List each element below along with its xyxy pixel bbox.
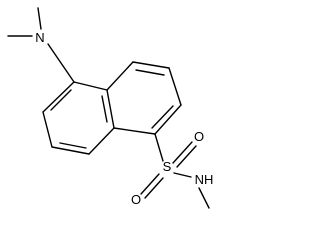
bond-ring-a-5 [106, 89, 115, 129]
bond-ring-a-2 [42, 111, 53, 148]
atom-nh-amide: NH [195, 172, 214, 187]
bond-nh-to-methyl [198, 187, 210, 209]
bond-ring-b-3 [168, 67, 182, 106]
bond-ring-to-s [154, 133, 164, 162]
double-bond-ring-b-2 [151, 105, 174, 129]
bond-s-to-nh [173, 172, 192, 178]
bond-s-o-bottom-2 [140, 173, 160, 195]
double-bond-ring-a-3 [101, 95, 108, 123]
bond-s-o-bottom-1 [144, 177, 164, 199]
bond-s-o-top-1 [172, 141, 193, 164]
atom-n-amine: N [35, 30, 44, 45]
bond-ring-a-6 [73, 81, 108, 91]
bond-n-to-ring [47, 43, 75, 83]
bond-s-o-top-2 [176, 145, 197, 168]
bond-ring-b-2 [132, 61, 170, 69]
double-bond-ring-b-1 [135, 69, 165, 76]
bond-ring-a-1 [42, 81, 75, 113]
bond-ring-b-4 [154, 104, 182, 135]
atom-sulfur: S [163, 159, 172, 174]
bond-ring-b-1 [106, 61, 134, 91]
double-bond-ring-a-1 [50, 89, 72, 111]
atom-oxygen-bottom: O [131, 192, 141, 207]
bond-methyl-top-to-n [37, 7, 42, 30]
bond-ring-a-3 [51, 146, 90, 155]
double-bond-ring-a-2 [59, 142, 87, 149]
bond-ring-b-5 [113, 127, 156, 135]
molecule-structure-diagram: N S O O NH [7, 7, 214, 209]
bond-ring-a-4-fused [88, 127, 115, 155]
atom-oxygen-top: O [194, 129, 204, 144]
